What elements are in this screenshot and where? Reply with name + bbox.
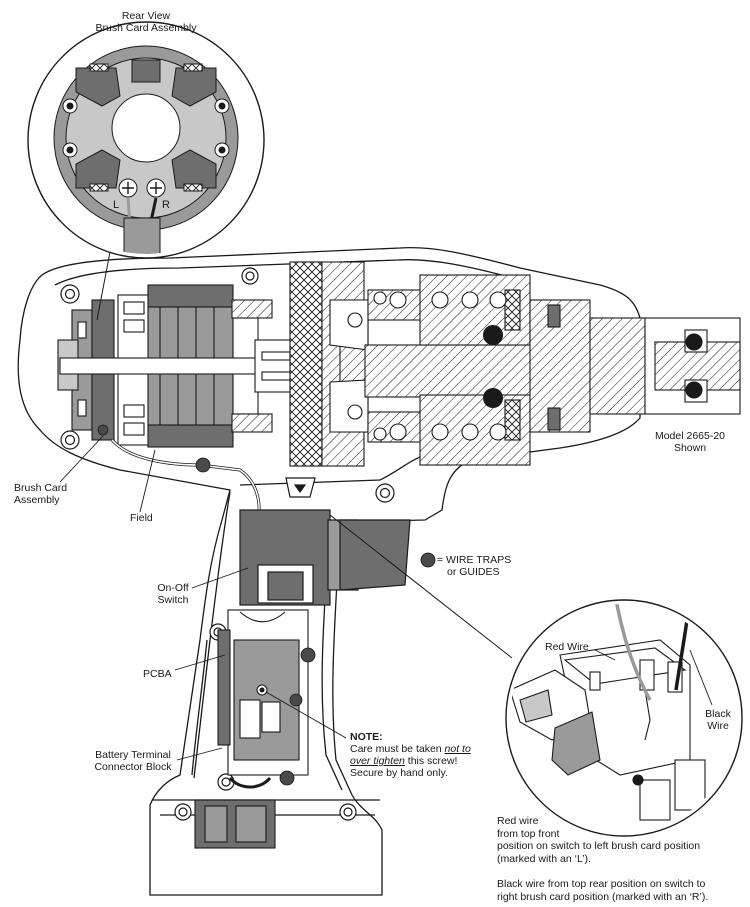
rear-view-inset	[27, 21, 265, 321]
brush-l-label: L	[113, 199, 120, 211]
on-off-switch-label: On-Off Switch	[157, 582, 189, 606]
rear-view-label: Rear View Brush Card Assembly	[86, 10, 206, 34]
battery-terminal-label: Battery Terminal Connector Block	[94, 749, 172, 773]
black-wire-instructions: Black wire from top rear position on swi…	[497, 878, 709, 903]
pcba-label: PCBA	[143, 668, 172, 680]
rear-view-subtitle: Brush Card Assembly	[95, 22, 197, 34]
motor-wires	[110, 438, 261, 521]
rear-view-title: Rear View	[121, 10, 171, 22]
field-label: Field	[130, 512, 153, 524]
steel-balls	[483, 325, 503, 408]
note-title: NOTE:	[350, 731, 383, 743]
note-block: NOTE: Care must be taken not to over tig…	[350, 731, 500, 779]
pcba	[217, 609, 309, 776]
hammer-springs	[347, 291, 507, 441]
brush-card-label: Brush Card Assembly	[14, 482, 68, 506]
black-wire-label: Black Wire	[705, 708, 731, 732]
anvil-output	[644, 317, 741, 415]
wire-traps-legend: = WIRE TRAPS or GUIDES	[437, 554, 512, 578]
model-label: Model 2665-20 Shown	[654, 430, 726, 454]
brush-r-label: R	[162, 199, 170, 211]
switch-detail-inset	[329, 514, 743, 837]
red-wire-instructions: Red wire from top front position on swit…	[497, 815, 701, 865]
leader-lines	[59, 435, 347, 761]
wire-traps	[97, 424, 316, 786]
wire-trap-legend-dot	[420, 552, 436, 568]
battery-terminal-block	[194, 776, 276, 849]
on-off-switch	[239, 477, 411, 606]
red-wire-label: Red Wire	[545, 641, 589, 653]
